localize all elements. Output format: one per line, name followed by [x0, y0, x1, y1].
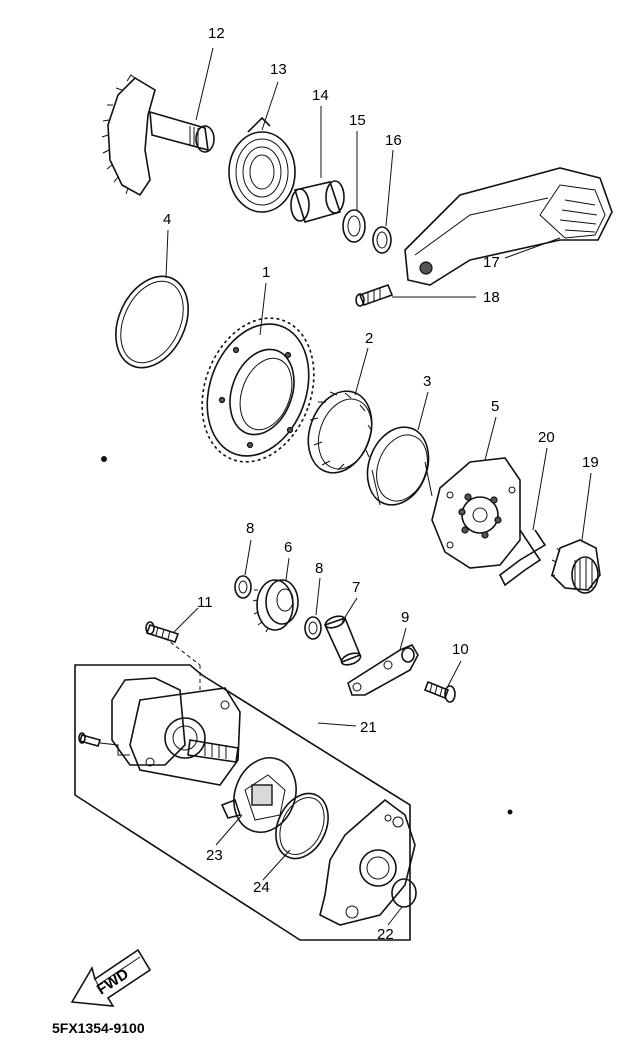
- part-label-19: 19: [582, 454, 599, 471]
- part-label-14: 14: [312, 87, 329, 104]
- part-label-21: 21: [360, 719, 377, 736]
- brush-holder: [220, 757, 297, 833]
- part-label-13: 13: [270, 61, 287, 78]
- washer: [342, 209, 366, 243]
- forward-direction-arrow: FWD: [70, 948, 152, 1007]
- washer-upper: [234, 575, 252, 599]
- part-label-4: 4: [163, 211, 171, 228]
- fwd-label: FWD: [94, 965, 132, 998]
- part-label-6: 6: [284, 539, 292, 556]
- part-label-11: 11: [197, 594, 213, 611]
- part-label-12: 12: [208, 25, 225, 42]
- clutch-plate: [431, 457, 521, 569]
- part-number-labels: 12 13 14 15 16 17 18 4 1 2 3 5 20 19 8 6…: [163, 25, 599, 943]
- part-label-17: 17: [483, 254, 500, 271]
- washer-lower: [304, 616, 322, 640]
- part-label-16: 16: [385, 132, 402, 149]
- starter-motor: [111, 677, 241, 786]
- screw-left: [145, 621, 180, 643]
- o-ring-large: [115, 275, 189, 369]
- part-label-1: 1: [262, 264, 270, 281]
- o-ring-small: [275, 792, 329, 860]
- part-label-8-upper: 8: [246, 520, 254, 537]
- part-label-22: 22: [377, 926, 394, 943]
- part-label-24: 24: [253, 879, 270, 896]
- spring-clip: [498, 529, 547, 587]
- bushing: [290, 180, 345, 223]
- pinion-gear: [550, 539, 601, 594]
- part-label-3: 3: [423, 373, 431, 390]
- part-label-9: 9: [401, 609, 409, 626]
- starter-wheel-gear: [201, 317, 315, 463]
- part-label-10: 10: [452, 641, 469, 658]
- part-label-8-lower: 8: [315, 560, 323, 577]
- circlip: [372, 226, 392, 254]
- drawing-code: 5FX1354-9100: [52, 1020, 145, 1036]
- o-ring-end: [391, 878, 417, 908]
- part-label-20: 20: [538, 429, 555, 446]
- one-way-clutch: [307, 390, 373, 474]
- idler-gear: [252, 579, 299, 633]
- idler-shaft: [323, 615, 362, 666]
- part-label-18: 18: [483, 289, 500, 306]
- kick-crank: [404, 167, 613, 286]
- kick-shaft-gear: [101, 74, 215, 197]
- collar-ring: [366, 426, 433, 506]
- part-label-2: 2: [365, 330, 373, 347]
- starter-motor-assembly-box: [74, 637, 411, 941]
- crank-bolt: [355, 283, 394, 307]
- motor-screw: [78, 732, 130, 756]
- part-label-7: 7: [352, 579, 360, 596]
- part-label-15: 15: [349, 112, 366, 129]
- idler-plate: [347, 643, 419, 696]
- motor-end-cover: [319, 798, 416, 926]
- speck-mark: [101, 456, 107, 462]
- speck-mark: [507, 809, 513, 815]
- kick-return-spring: [228, 116, 296, 213]
- part-label-5: 5: [491, 398, 499, 415]
- part-label-23: 23: [206, 847, 223, 864]
- leader-lines: [165, 47, 592, 926]
- screw-right: [423, 680, 456, 703]
